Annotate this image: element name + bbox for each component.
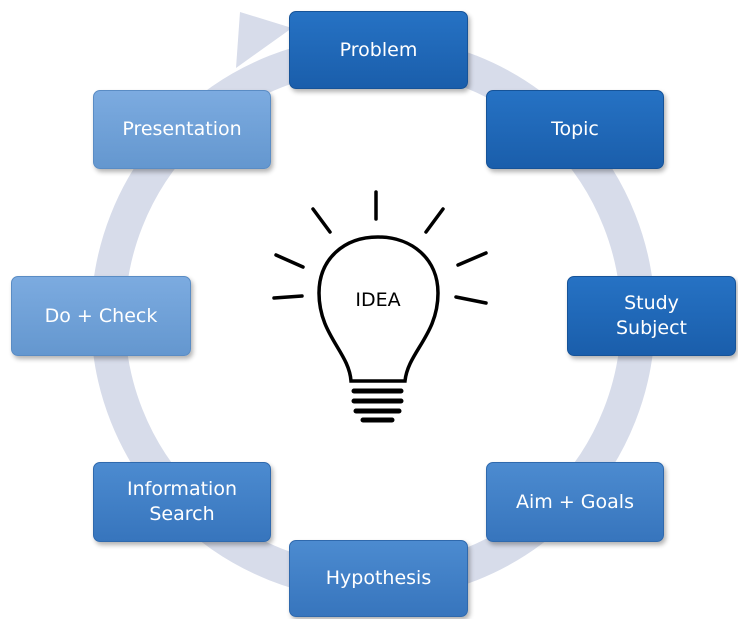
step-presentation-label: Presentation [122, 118, 242, 140]
step-do-check: Do + Check [11, 276, 191, 356]
lightbulb-icon [272, 190, 488, 423]
step-presentation: Presentation [93, 90, 271, 169]
bulb-ray [274, 253, 305, 269]
bulb-ray [272, 294, 304, 300]
step-hypothesis: Hypothesis [289, 540, 468, 617]
step-topic-label: Topic [551, 118, 599, 140]
bulb-glass [317, 235, 440, 383]
idea-label: IDEA [355, 289, 400, 311]
bulb-ray [311, 207, 332, 234]
bulb-ray [454, 295, 488, 305]
bulb-ray [424, 207, 445, 234]
step-hypothesis-label: Hypothesis [325, 567, 432, 589]
step-topic: Topic [486, 90, 664, 169]
step-problem: Problem [289, 11, 468, 89]
step-information-search: Information Search [93, 462, 271, 542]
step-aim-goals: Aim + Goals [486, 462, 664, 542]
step-information-search-label: Information Search [127, 478, 237, 525]
step-study-subject-label: Study Subject [615, 292, 688, 339]
step-study-subject: Study Subject [567, 276, 736, 356]
step-do-check-label: Do + Check [44, 304, 158, 327]
cycle-arrowhead [236, 12, 292, 68]
bulb-ray [456, 251, 488, 267]
step-aim-goals-label: Aim + Goals [516, 490, 634, 513]
step-problem-label: Problem [339, 38, 418, 61]
